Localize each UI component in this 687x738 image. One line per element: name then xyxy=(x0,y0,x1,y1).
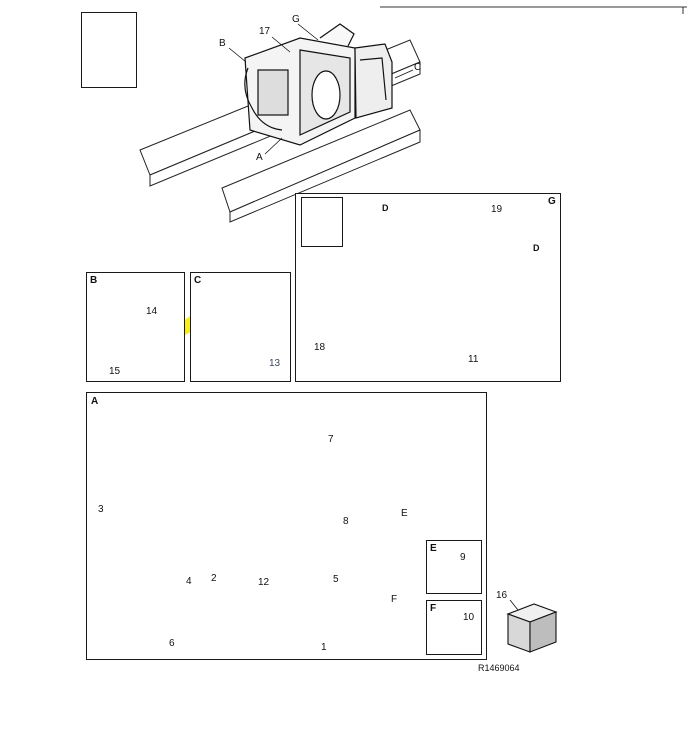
panel-g-label: G xyxy=(548,196,556,207)
part-1: 1 xyxy=(321,642,327,653)
part-8: 8 xyxy=(343,516,349,527)
callout-g: G xyxy=(292,14,300,25)
panel-a[interactable]: A xyxy=(86,392,487,660)
part-18: 18 xyxy=(314,342,326,353)
callout-17: 17 xyxy=(259,26,271,37)
part-19: 19 xyxy=(491,204,503,215)
marker-d-left: D xyxy=(382,203,389,213)
part-3: 3 xyxy=(98,504,104,515)
part-13[interactable]: 13 xyxy=(269,358,281,369)
part-9: 9 xyxy=(460,552,466,563)
panel-f-label: F xyxy=(430,603,437,614)
panel-c-label: C xyxy=(194,275,202,286)
part-11: 11 xyxy=(468,354,479,365)
part-5: 5 xyxy=(333,574,339,585)
callout-c: C xyxy=(414,62,422,73)
overview-nav-box[interactable] xyxy=(81,12,137,88)
panel-c[interactable]: C xyxy=(190,272,291,382)
part-4: 4 xyxy=(186,576,192,587)
part-7: 7 xyxy=(328,434,334,445)
part-15: 15 xyxy=(109,366,121,377)
panel-e[interactable]: E xyxy=(426,540,482,594)
part-10: 10 xyxy=(463,612,475,623)
callout-a: A xyxy=(256,152,263,163)
callout-f: F xyxy=(391,594,398,605)
part-6: 6 xyxy=(169,638,175,649)
panel-g-nav-box[interactable] xyxy=(301,197,343,247)
part-14: 14 xyxy=(146,306,158,317)
part-16: 16 xyxy=(496,590,508,601)
panel-b[interactable]: B xyxy=(86,272,185,382)
part-12: 12 xyxy=(258,577,270,588)
unit-illustration xyxy=(244,23,393,146)
panel-a-label: A xyxy=(91,396,99,407)
panel-e-label: E xyxy=(430,543,437,554)
marker-d-right: D xyxy=(533,243,540,253)
panel-b-label: B xyxy=(90,275,98,286)
part-2: 2 xyxy=(211,573,217,584)
kit-box-illustration xyxy=(506,599,558,653)
callout-e: E xyxy=(401,508,408,519)
panel-f[interactable]: F xyxy=(426,600,482,655)
callout-b: B xyxy=(219,38,226,49)
drawing-reference-number: R1469064 xyxy=(478,663,520,673)
